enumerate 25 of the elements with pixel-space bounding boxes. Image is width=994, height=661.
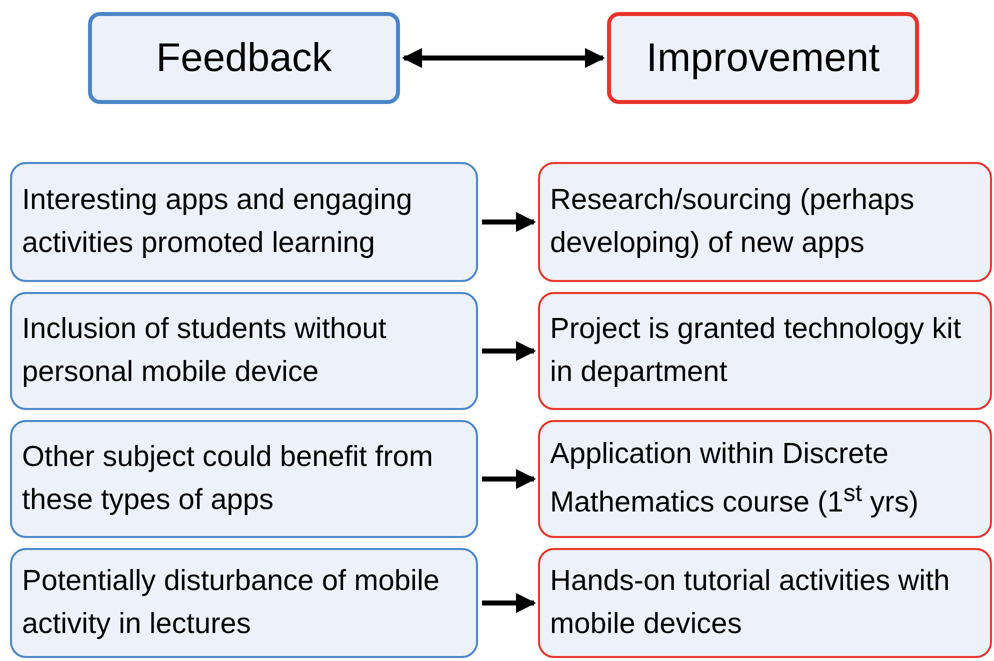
box-text: Research/sourcing (perhaps developing) of new apps — [550, 182, 916, 261]
process-box — [538, 548, 992, 658]
box-text: Improvement — [646, 35, 880, 82]
process-box — [10, 292, 478, 410]
box-text: Feedback — [156, 35, 332, 82]
box-text: Project is granted technology kit in department — [550, 312, 962, 390]
process-box — [10, 548, 478, 658]
arrow — [482, 593, 536, 613]
box-text: Inclusion of students without personal mobile device — [22, 312, 388, 390]
box-text: Interesting apps and engaging activities promoted learning — [22, 182, 414, 261]
heading-box — [607, 12, 919, 104]
box-text: Application within Discrete Mathematics course (1$^{st}$ yrs) — [550, 436, 920, 521]
arrow — [482, 341, 536, 361]
process-box — [538, 420, 992, 538]
box-text: Hands-on tutorial activities with mobile devices — [550, 564, 951, 642]
arrow — [482, 469, 536, 489]
arrow — [402, 48, 605, 68]
process-box — [538, 162, 992, 282]
arrow — [482, 212, 536, 232]
process-box — [10, 420, 478, 538]
box-text: Potentially disturbance of mobile activity in lectures — [22, 564, 441, 642]
box-text: Other subject could benefit from these types of apps — [22, 440, 434, 518]
process-box — [10, 162, 478, 282]
process-box — [538, 292, 992, 410]
heading-box — [88, 12, 400, 104]
